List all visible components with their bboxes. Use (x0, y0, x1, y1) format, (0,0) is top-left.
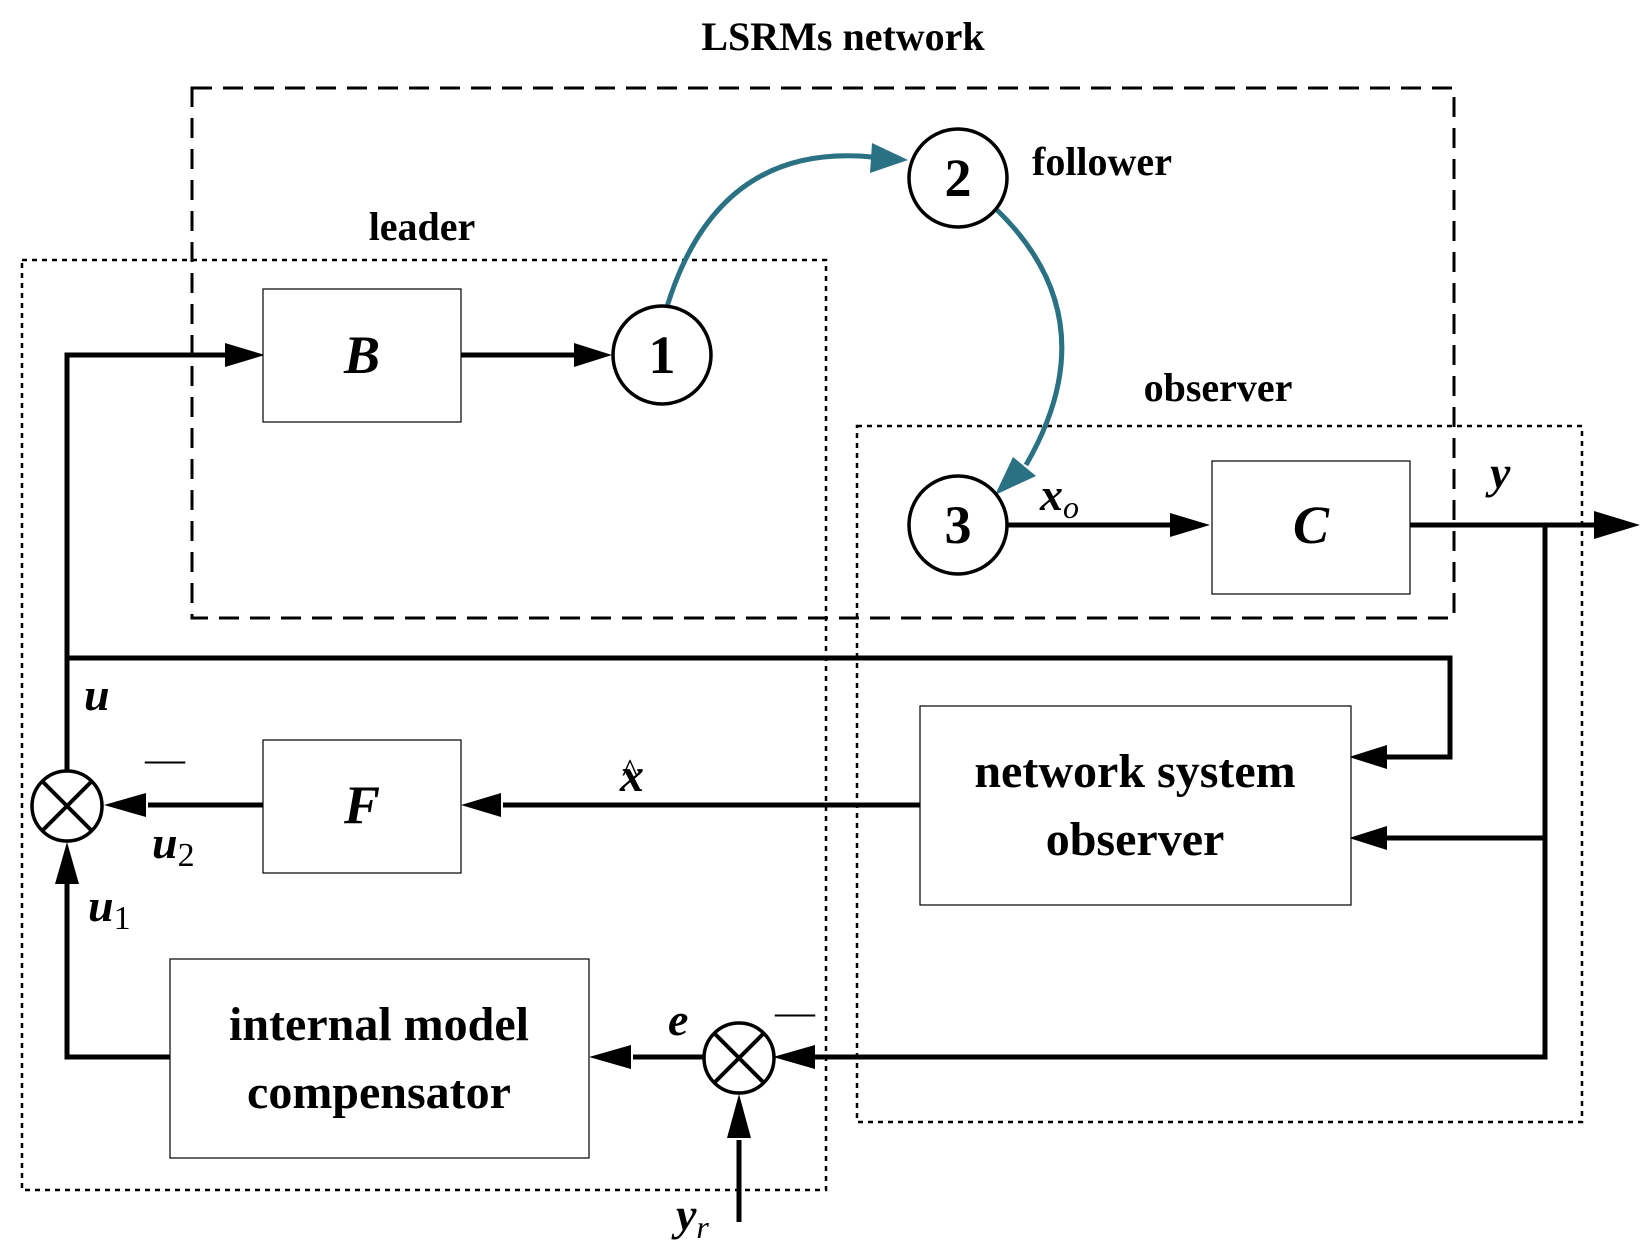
summing-junction-u (30, 769, 104, 843)
signal-u2-label: u2 (152, 817, 195, 874)
signal-xhat-label: x (619, 749, 644, 802)
signal-u2-subscript: 2 (178, 837, 195, 874)
block-F-label: F (343, 775, 380, 835)
arrowhead-esummer-yr (727, 1094, 751, 1138)
arrowhead-observer-y (1349, 826, 1387, 850)
block-B (262, 288, 462, 423)
node-3 (907, 474, 1009, 576)
arrowhead-esummer-y (773, 1045, 815, 1069)
arrowhead-C-input (1170, 513, 1210, 537)
signal-xhat-accent: ^ (622, 753, 638, 790)
wire-u-to-observer (67, 655, 1453, 760)
signal-xo-label: xo (1039, 469, 1079, 525)
node-1 (611, 304, 713, 406)
wire-y-feedback (813, 525, 1548, 1060)
leader-region (20, 258, 828, 1192)
arrowhead-y-output (1594, 511, 1640, 539)
node-3-label: 3 (945, 495, 972, 555)
node-2-label: 2 (945, 148, 972, 208)
node-2 (907, 127, 1009, 229)
signal-yr-subscript: r (696, 1209, 709, 1245)
wire-compensator-u1 (64, 884, 170, 1060)
compensator-label-line2: compensator (247, 1066, 511, 1119)
block-B-label: B (343, 325, 380, 385)
observer-block-label-line1: network system (974, 745, 1295, 798)
summing-junction-e (702, 1021, 776, 1095)
observer-region (855, 424, 1584, 1124)
signal-yr-label: yr (671, 1189, 709, 1245)
arrowhead-observer-u (1349, 745, 1387, 769)
wire-u-to-B (64, 352, 225, 770)
diagram-title: LSRMs network (701, 14, 985, 59)
signal-e-label: e (668, 994, 688, 1045)
arrowhead-F-input (461, 793, 501, 817)
block-F (262, 739, 462, 874)
observer-label: observer (1144, 365, 1293, 410)
node-1-label: 1 (649, 325, 676, 385)
signal-xo-symbol: x (1039, 469, 1063, 520)
signal-u-label: u (84, 669, 110, 720)
arrowhead-node1-input (574, 343, 612, 367)
signal-u1-symbol: u (88, 880, 114, 931)
arrowhead-summer-u1 (55, 842, 79, 884)
block-internal-model-compensator (169, 958, 590, 1159)
arrowhead-B-input (225, 343, 265, 367)
block-network-system-observer (919, 705, 1352, 906)
comm-arrow-2-to-3 (995, 208, 1065, 467)
signal-u1-subscript: 1 (114, 900, 131, 937)
signal-u2-symbol: u (152, 817, 178, 868)
comm-arrowhead-2 (870, 143, 908, 173)
follower-label: follower (1032, 139, 1172, 184)
compensator-label-line1: internal model (229, 998, 529, 1051)
signal-xo-subscript: o (1063, 489, 1079, 525)
comm-arrow-1-to-2 (663, 153, 873, 311)
signal-yr-symbol: y (671, 1189, 697, 1240)
signal-y-label: y (1485, 447, 1511, 498)
arrowhead-compensator-input (589, 1045, 631, 1069)
block-C-label: C (1293, 495, 1330, 555)
arrowhead-summer-u2 (104, 793, 146, 817)
observer-block-label-line2: observer (1046, 813, 1225, 866)
minus-sign-u2: — (144, 736, 186, 781)
block-C (1211, 460, 1411, 595)
comm-arrowhead-3 (995, 457, 1036, 495)
signal-u1-label: u1 (88, 880, 131, 937)
leader-label: leader (369, 204, 476, 249)
minus-sign-e: — (774, 989, 816, 1034)
